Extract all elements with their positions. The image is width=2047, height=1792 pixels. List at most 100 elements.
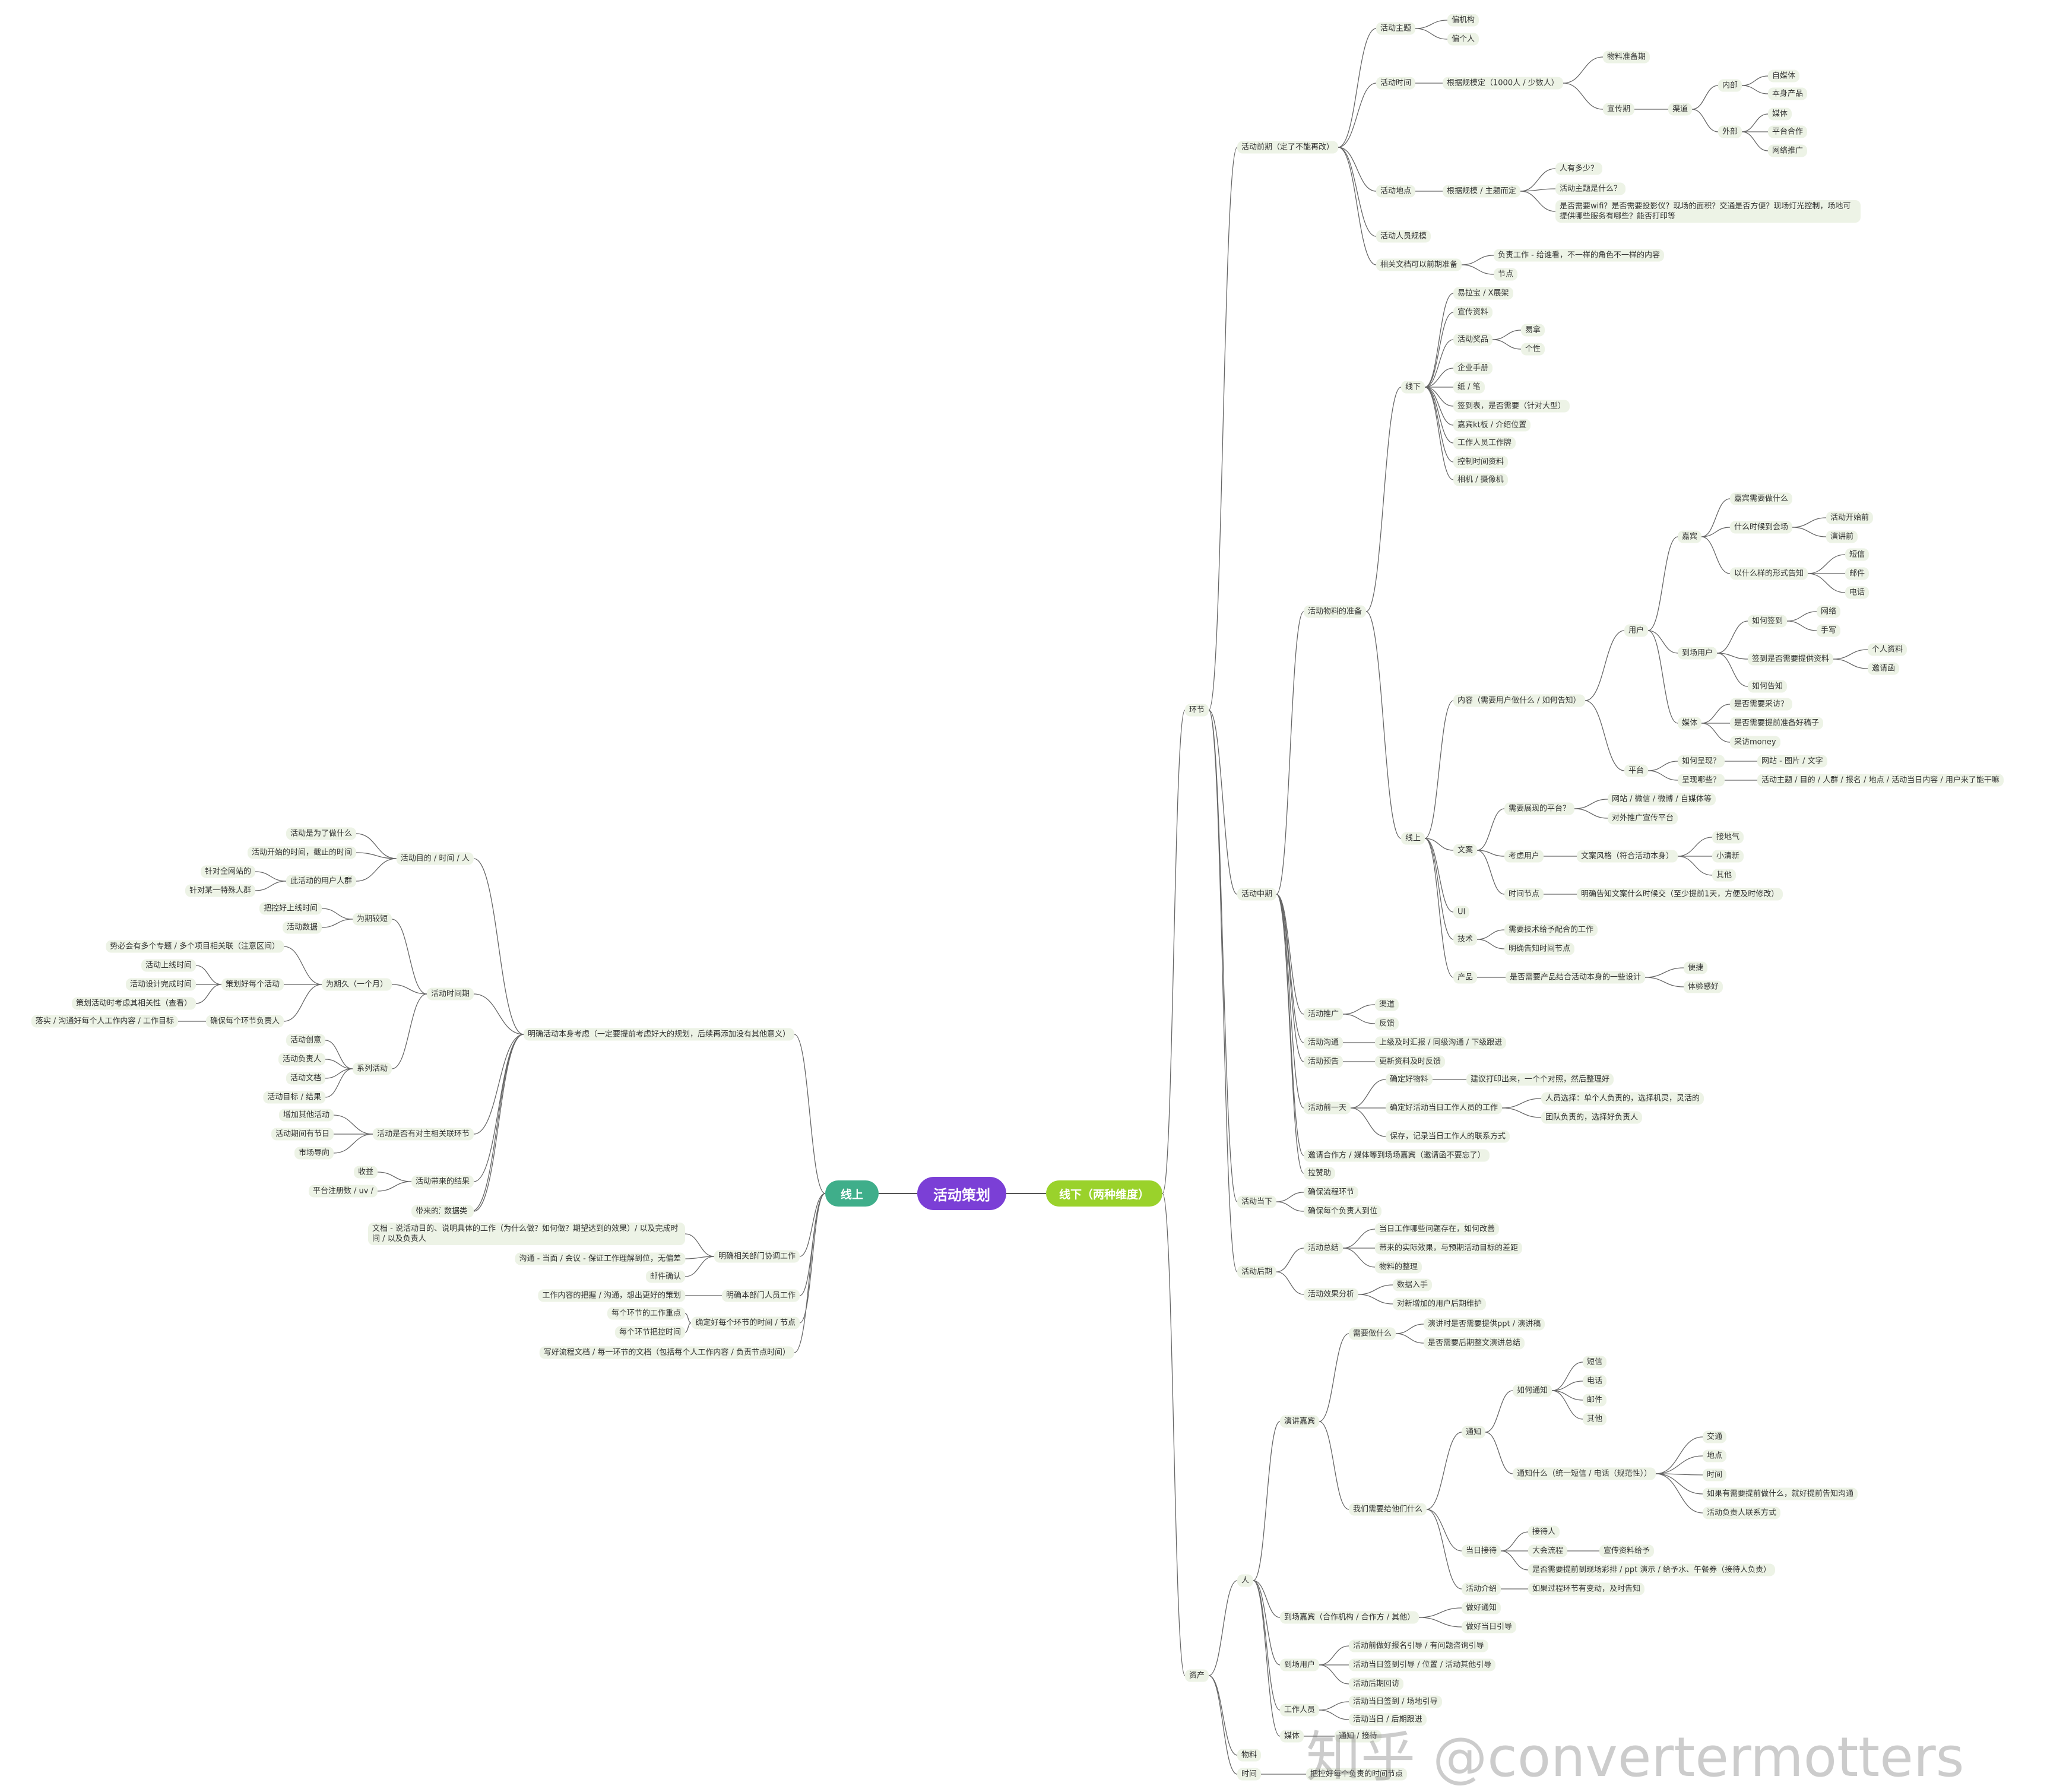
topic-node[interactable]: 嘉宾 xyxy=(1678,530,1702,543)
topic-node[interactable]: 文案风格（符合活动本身） xyxy=(1577,850,1678,863)
topic-node[interactable]: 落实 / 沟通好每个人工作内容 / 工作目标 xyxy=(31,1015,178,1028)
topic-node[interactable]: 工作人员工作牌 xyxy=(1453,436,1516,449)
topic-node[interactable]: 如何签到 xyxy=(1748,615,1788,628)
topic-node[interactable]: 工作内容的把握 / 沟通，想出更好的策划 xyxy=(538,1289,685,1302)
topic-node[interactable]: 更新资料及时反馈 xyxy=(1375,1055,1446,1068)
topic-node[interactable]: 工作人员 xyxy=(1280,1704,1320,1717)
topic-node[interactable]: 沟通 - 当面 / 会议 - 保证工作理解到位，无偏差 xyxy=(515,1252,685,1265)
topic-node[interactable]: 媒体 xyxy=(1678,717,1702,730)
topic-node[interactable]: 活动负责人 xyxy=(278,1053,325,1066)
topic-node[interactable]: 负责工作 - 给谁看，不一样的角色不一样的内容 xyxy=(1494,249,1664,262)
topic-node[interactable]: 文案 xyxy=(1453,844,1478,857)
topic-node[interactable]: 活动当日 / 后期跟进 xyxy=(1349,1713,1427,1726)
topic-node[interactable]: 活动推广 xyxy=(1304,1008,1343,1021)
topic-node[interactable]: 活动文档 xyxy=(286,1072,325,1085)
topic-node[interactable]: 明确本部门人员工作 xyxy=(721,1289,800,1302)
topic-node[interactable]: 我们需要给他们什么 xyxy=(1349,1503,1427,1516)
topic-node[interactable]: 针对全网站的 xyxy=(200,865,255,878)
topic-node[interactable]: 控制时间资料 xyxy=(1453,455,1509,468)
topic-node[interactable]: 时间节点 xyxy=(1504,888,1544,901)
topic-node[interactable]: 演讲嘉宾 xyxy=(1280,1415,1320,1428)
topic-node[interactable]: 宣传资料给予 xyxy=(1599,1544,1655,1557)
topic-node[interactable]: 人 xyxy=(1237,1574,1254,1587)
topic-node[interactable]: UI xyxy=(1453,906,1470,919)
topic-node[interactable]: 平台合作 xyxy=(1768,125,1808,138)
topic-node[interactable]: 数据入手 xyxy=(1393,1278,1433,1291)
topic-node[interactable]: 策划活动时考虑其相关性（查看） xyxy=(71,997,196,1010)
topic-node[interactable]: 如果过程环节有变动，及时告知 xyxy=(1528,1582,1645,1595)
topic-node[interactable]: 考虑用户 xyxy=(1504,850,1544,863)
topic-node[interactable]: 小清新 xyxy=(1712,850,1744,863)
topic-node[interactable]: 活动当日签到引导 / 位置 / 活动其他引导 xyxy=(1349,1658,1496,1671)
topic-node[interactable]: 人员选择：单个人负责的，选择机灵，灵活的 xyxy=(1541,1092,1704,1105)
topic-node[interactable]: 通知 xyxy=(1462,1426,1486,1439)
topic-node[interactable]: 技术 xyxy=(1453,933,1478,946)
topic-node[interactable]: 偏机构 xyxy=(1447,14,1479,27)
topic-node[interactable]: 数据类 xyxy=(439,1205,471,1218)
topic-node[interactable]: 个性 xyxy=(1521,343,1545,356)
topic-node[interactable]: 是否需要产品结合活动本身的一些设计 xyxy=(1506,971,1646,984)
topic-node[interactable]: 地点 xyxy=(1703,1449,1727,1462)
topic-node[interactable]: 活动开始前 xyxy=(1826,511,1874,524)
topic-node[interactable]: 个人资料 xyxy=(1868,643,1907,656)
topic-node[interactable]: 邮件 xyxy=(1583,1394,1607,1407)
topic-node[interactable]: 活动后期回访 xyxy=(1349,1677,1404,1690)
topic-node[interactable]: 活动总结 xyxy=(1304,1242,1343,1255)
topic-node[interactable]: 便捷 xyxy=(1684,961,1708,974)
topic-node[interactable]: 邮件 xyxy=(1845,567,1869,580)
topic-node[interactable]: 建议打印出来，一个个对照，然后整理好 xyxy=(1466,1073,1614,1086)
topic-node[interactable]: 势必会有多个专题 / 多个项目相关联（注意区间） xyxy=(106,940,284,953)
topic-node[interactable]: 通知什么（统一短信 / 电话（规范性）） xyxy=(1513,1467,1656,1480)
topic-node[interactable]: 如何呈现？ xyxy=(1678,755,1725,768)
topic-node[interactable]: 网络 xyxy=(1817,605,1841,618)
topic-node[interactable]: 签到是否需要提供资料 xyxy=(1748,653,1834,666)
branch-offline[interactable]: 线下（两种维度） xyxy=(1046,1180,1162,1207)
topic-node[interactable]: 资产 xyxy=(1185,1669,1209,1682)
topic-node[interactable]: 线下 xyxy=(1401,381,1425,394)
topic-node[interactable]: 每个环节的工作重点 xyxy=(607,1307,685,1320)
topic-node[interactable]: 活动前做好报名引导 / 有问题咨询引导 xyxy=(1349,1639,1488,1652)
topic-node[interactable]: 活动当下 xyxy=(1237,1195,1277,1208)
topic-node[interactable]: 易拿 xyxy=(1521,324,1545,337)
topic-node[interactable]: 自媒体 xyxy=(1768,69,1800,83)
topic-node[interactable]: 确保流程环节 xyxy=(1304,1186,1359,1199)
topic-node[interactable]: 嘉宾kt板 / 介绍位置 xyxy=(1453,419,1531,432)
topic-node[interactable]: 相机 / 摄像机 xyxy=(1453,473,1508,486)
topic-node[interactable]: 做好当日引导 xyxy=(1462,1620,1517,1633)
topic-node[interactable]: 宣传期 xyxy=(1603,103,1635,116)
topic-node[interactable]: 短信 xyxy=(1845,548,1869,561)
topic-node[interactable]: 为期较短 xyxy=(352,913,392,926)
topic-node[interactable]: 邀请函 xyxy=(1868,662,1900,675)
topic-node[interactable]: 平台 xyxy=(1624,764,1649,777)
topic-node[interactable]: 物料 xyxy=(1237,1749,1262,1762)
topic-node[interactable]: 确定好物料 xyxy=(1386,1073,1433,1086)
topic-node[interactable]: 活动设计完成时间 xyxy=(125,978,196,991)
topic-node[interactable]: 活动前期（定了不能再改） xyxy=(1237,141,1339,154)
topic-node[interactable]: 什么时候到会场 xyxy=(1730,521,1793,534)
topic-node[interactable]: 线上 xyxy=(1401,832,1425,845)
topic-node[interactable]: 渠道 xyxy=(1668,103,1693,116)
topic-node[interactable]: 活动沟通 xyxy=(1304,1036,1343,1049)
topic-node[interactable]: 明确活动本身考虑（一定要提前考虑好大的规划，后续再添加没有其他意义） xyxy=(523,1028,794,1041)
topic-node[interactable]: 活动数据 xyxy=(282,921,322,934)
topic-node[interactable]: 把控好每个负责的时间节点 xyxy=(1306,1768,1408,1781)
topic-node[interactable]: 活动人员规模 xyxy=(1376,230,1431,243)
topic-node[interactable]: 大会流程 xyxy=(1528,1544,1568,1557)
topic-node[interactable]: 物料的整理 xyxy=(1375,1261,1422,1274)
topic-node[interactable]: 以什么样的形式告知 xyxy=(1730,567,1808,580)
topic-node[interactable]: 演讲前 xyxy=(1826,530,1858,543)
topic-node[interactable]: 活动开始的时间，截止的时间 xyxy=(247,846,356,859)
topic-node[interactable]: 系列活动 xyxy=(352,1062,392,1075)
topic-node[interactable]: 上级及时汇报 / 同级沟通 / 下级跟进 xyxy=(1375,1036,1507,1049)
topic-node[interactable]: 电话 xyxy=(1583,1375,1607,1388)
topic-node[interactable]: 平台注册数 / uv / xyxy=(308,1185,378,1198)
topic-node[interactable]: 活动主题是什么？ xyxy=(1555,182,1626,195)
topic-node[interactable]: 确定好每个环节的时间 / 节点 xyxy=(691,1316,800,1329)
topic-node[interactable]: 需要做什么 xyxy=(1349,1327,1396,1340)
topic-node[interactable]: 当日工作哪些问题存在，如何改善 xyxy=(1375,1223,1500,1236)
topic-node[interactable]: 外部 xyxy=(1718,125,1742,138)
topic-node[interactable]: 增加其他活动 xyxy=(278,1109,334,1122)
topic-node[interactable]: 活动地点 xyxy=(1376,185,1416,198)
topic-node[interactable]: 是否需要提前准备好稿子 xyxy=(1730,717,1824,730)
root-node[interactable]: 活动策划 xyxy=(917,1177,1006,1210)
